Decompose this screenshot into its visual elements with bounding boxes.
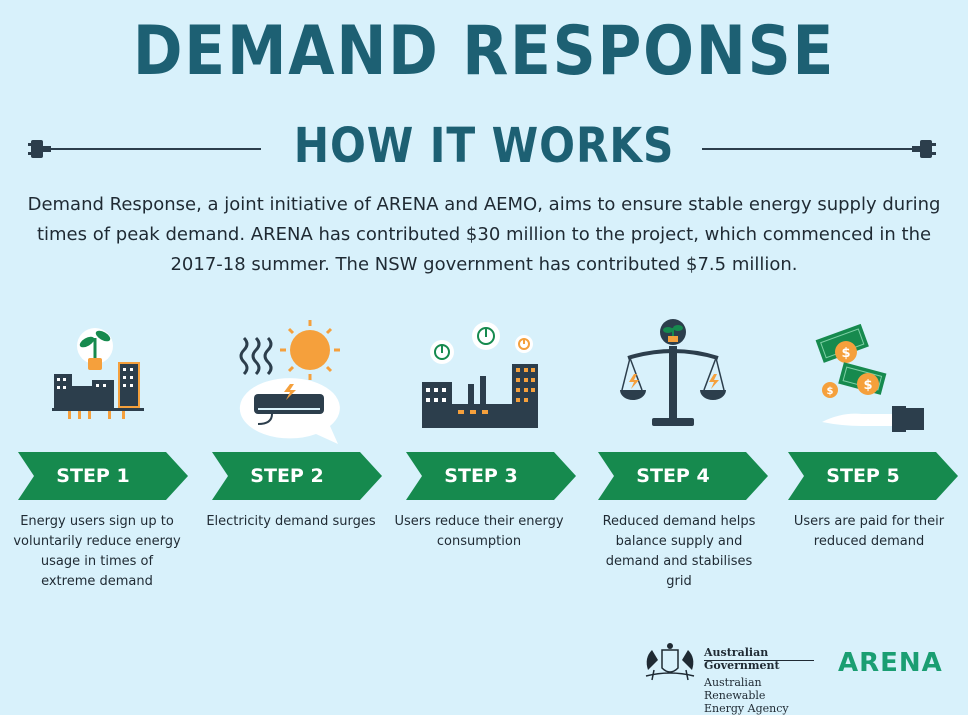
- divider: [704, 660, 814, 661]
- arena-logo: ARENA: [838, 648, 943, 678]
- step-1-arrow: STEP 1: [18, 452, 188, 500]
- plant-city-icon: [52, 328, 144, 419]
- sun-air-conditioner-icon: [239, 320, 340, 444]
- step-arrow-shape: [598, 452, 768, 500]
- australian-government-logo: Australian Government Australian Renewab…: [640, 640, 820, 715]
- step-5-arrow: STEP 5: [788, 452, 958, 500]
- balance-scale-icon: [620, 319, 726, 426]
- step-2-description: Electricity demand surges: [206, 514, 376, 529]
- gov-line-1: Australian Government: [704, 646, 780, 672]
- coat-of-arms-icon: [645, 643, 695, 681]
- page-subtitle: HOW IT WORKS: [293, 118, 675, 174]
- step-4-label: STEP 4: [636, 465, 710, 487]
- page-title: DEMAND RESPONSE: [132, 12, 836, 91]
- step-5-label: STEP 5: [826, 465, 900, 487]
- step-4-arrow: STEP 4: [598, 452, 768, 500]
- step-2-label: STEP 2: [250, 465, 324, 487]
- step-1-description: Energy users sign up to voluntarily redu…: [13, 514, 181, 589]
- step-3-arrow: STEP 3: [406, 452, 576, 500]
- gov-line-2: Australian Renewable: [704, 676, 766, 702]
- intro-paragraph: Demand Response, a joint initiative of A…: [27, 194, 941, 275]
- step-4-description: Reduced demand helps balance supply and …: [602, 514, 756, 589]
- right-plug-icon: [702, 140, 936, 158]
- svg-text:$: $: [863, 378, 872, 393]
- government-text: Australian Government Australian Renewab…: [704, 646, 820, 715]
- step-arrow-shape: [18, 452, 188, 500]
- step-2-arrow: STEP 2: [212, 452, 382, 500]
- step-3-description: Users reduce their energy consumption: [394, 514, 564, 549]
- money-hand-icon: $ $ $: [815, 323, 924, 432]
- step-arrow-shape: [788, 452, 958, 500]
- step-arrow-shape: [406, 452, 576, 500]
- svg-text:$: $: [841, 346, 850, 361]
- svg-text:$: $: [827, 386, 834, 397]
- step-5-description: Users are paid for their reduced demand: [793, 514, 945, 549]
- left-plug-icon: [28, 140, 261, 158]
- gov-line-3: Energy Agency: [704, 702, 789, 715]
- step-3-label: STEP 3: [444, 465, 518, 487]
- step-arrow-shape: [212, 452, 382, 500]
- step-1-label: STEP 1: [56, 465, 130, 487]
- factory-power-icon: [422, 322, 538, 428]
